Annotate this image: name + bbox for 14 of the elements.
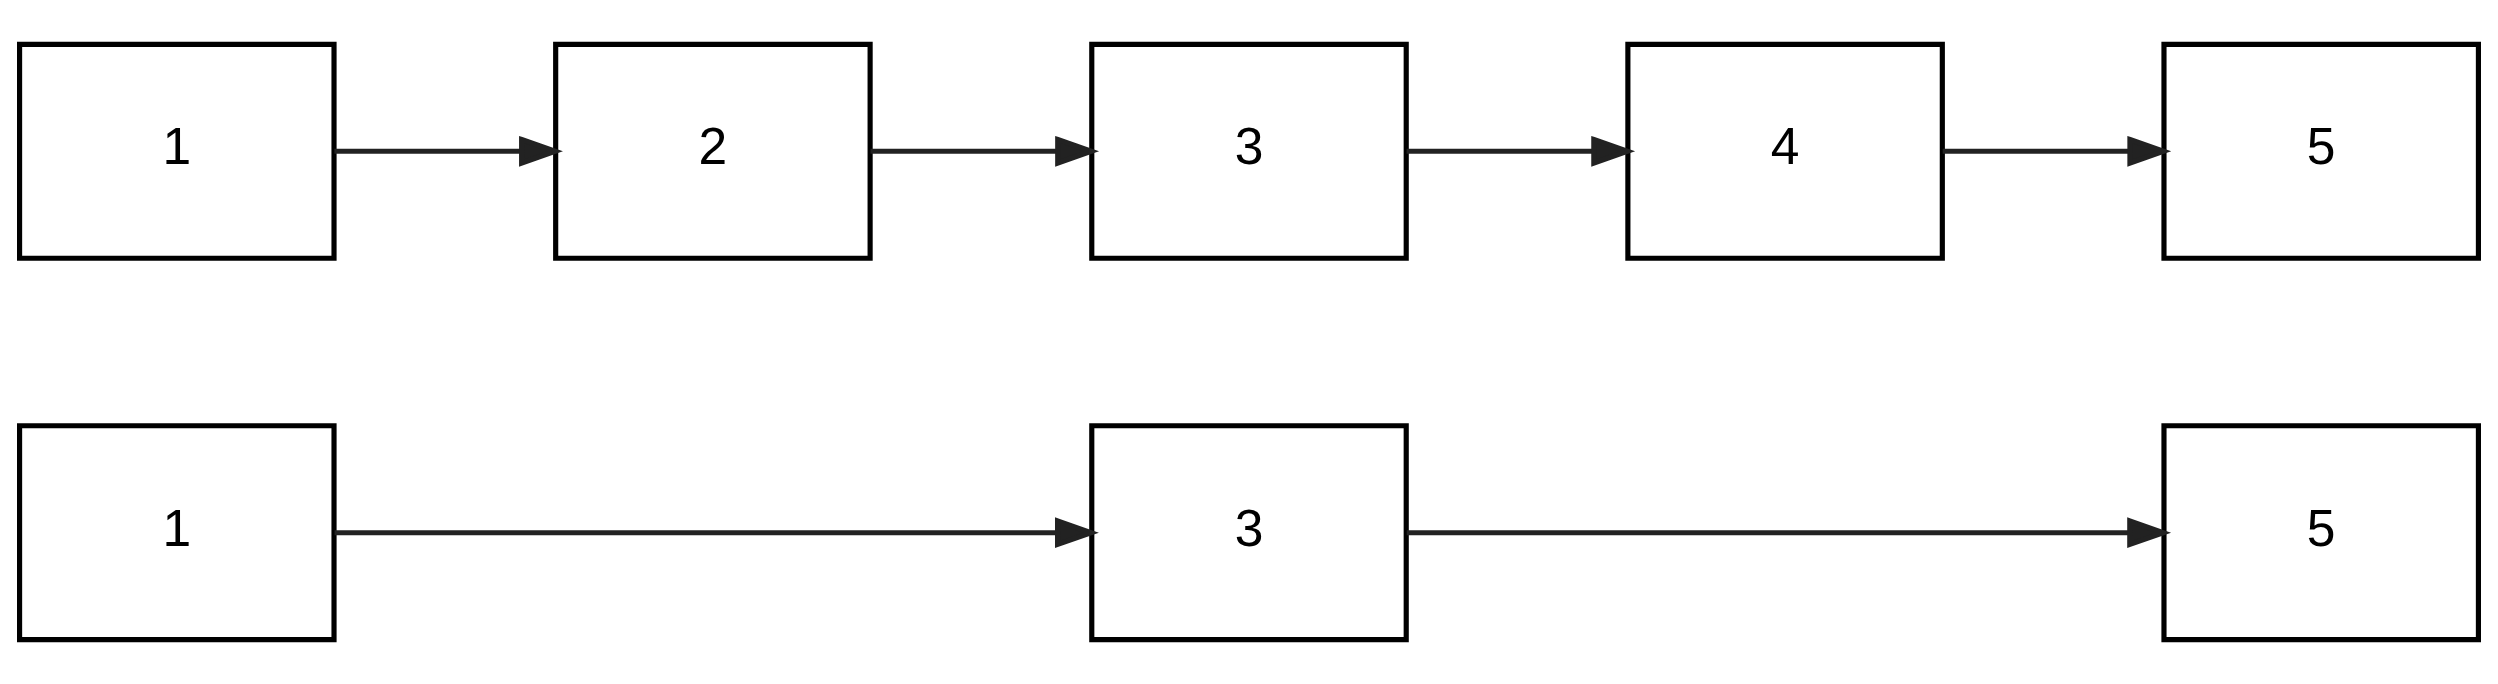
arrow	[334, 135, 563, 167]
arrow	[870, 135, 1100, 167]
node-box: 5	[2161, 41, 2481, 261]
node-box: 1	[17, 41, 337, 261]
arrow	[1406, 135, 1636, 167]
node-box: 2	[553, 41, 873, 261]
node-box: 4	[1625, 41, 1945, 261]
node-box: 3	[1089, 41, 1409, 261]
arrow	[1406, 517, 2172, 549]
node-box: 1	[17, 423, 337, 643]
arrow	[1942, 135, 2172, 167]
node-box: 3	[1089, 423, 1409, 643]
node-box: 5	[2161, 423, 2481, 643]
arrow	[334, 517, 1099, 549]
